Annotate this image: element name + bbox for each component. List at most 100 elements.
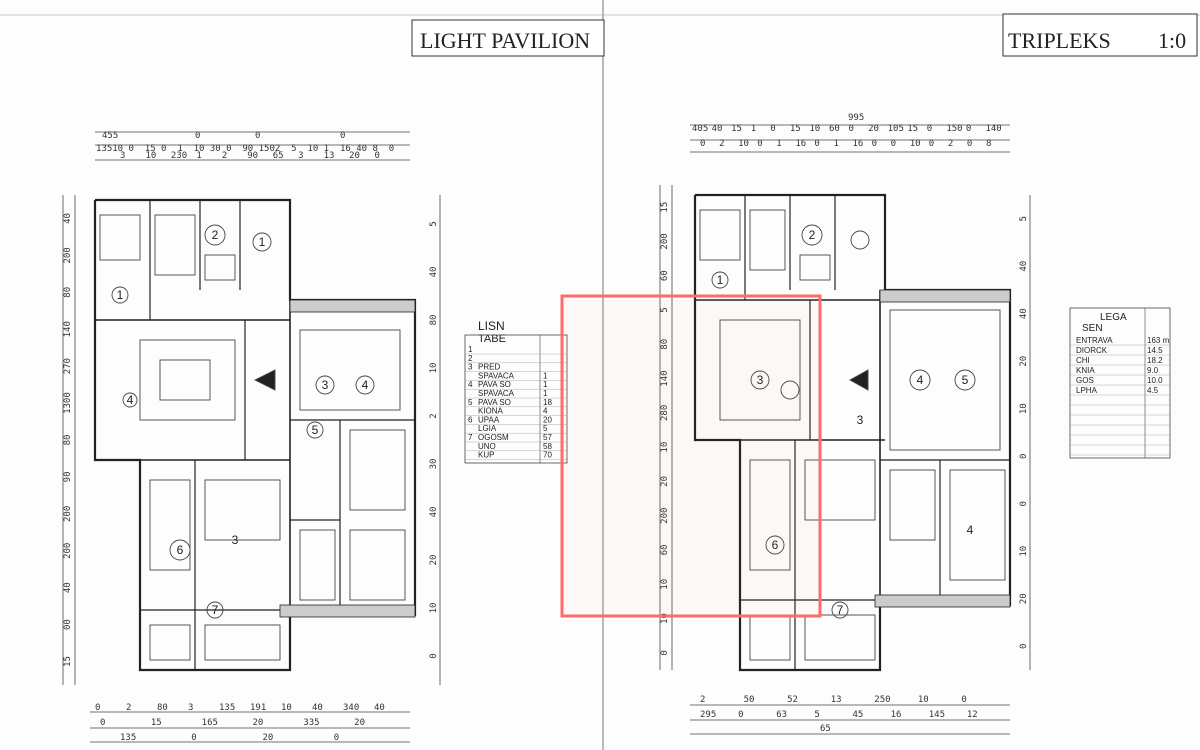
dim-label: 145	[929, 710, 945, 720]
legend-row-number: 2	[468, 354, 473, 363]
dim-label: 65	[273, 151, 284, 161]
dim-label: 1	[196, 151, 201, 161]
dim-label: 0	[375, 151, 380, 161]
legend-row-area: 4	[543, 407, 548, 416]
dim-label: 80	[429, 315, 439, 326]
left-fixtures	[99, 214, 406, 661]
dim-label: 135	[96, 144, 112, 154]
dim-label: 0	[966, 124, 971, 134]
legend-row-area: 58	[543, 442, 552, 451]
dim-label: 2	[429, 413, 439, 418]
dim-label: 405	[692, 124, 708, 134]
selection-highlight[interactable]	[560, 294, 822, 618]
dim-label: 0	[660, 650, 670, 655]
dim-label: 12	[967, 710, 978, 720]
dim-label: 10	[910, 139, 921, 149]
dim-label: 16	[853, 139, 864, 149]
legend-row-name: PAVA SO	[478, 380, 511, 389]
right-title: TRIPLEKS	[1008, 28, 1111, 53]
dim-label: 0	[255, 131, 260, 141]
dim-label: 10	[809, 124, 820, 134]
dim-label: 0	[929, 139, 934, 149]
dim-label: 13	[831, 695, 842, 705]
dim-label: 20	[349, 151, 360, 161]
right-walls	[693, 193, 1012, 672]
room-number: 3	[232, 533, 239, 547]
dim-label: 105	[888, 124, 904, 134]
dim-label: 140	[985, 124, 1001, 134]
dim-label: 60	[660, 545, 670, 556]
dim-label: 0	[129, 144, 134, 154]
dim-label: 40	[63, 213, 73, 224]
dim-label: 0	[872, 139, 877, 149]
dim-label: 280	[660, 405, 670, 421]
dim-label: 90	[63, 472, 73, 483]
legend-heading: LEGA	[1100, 312, 1127, 323]
dim-label: 15	[660, 202, 670, 213]
legend-row-name: ENTRAVA	[1076, 336, 1113, 345]
room-number: 4	[127, 393, 134, 407]
dim-column: 152006058014028010202006010100	[660, 202, 670, 656]
dim-label: 16	[795, 139, 806, 149]
legend-row-area: 1	[543, 371, 548, 380]
dim-label: 90	[242, 144, 253, 154]
dim-label: 15	[151, 718, 162, 728]
dim-label: 455	[102, 131, 118, 141]
legend-row-name: LGIA	[478, 424, 497, 433]
dim-label: 40	[429, 507, 439, 518]
room-number: 1	[117, 288, 124, 302]
dim-label: 0	[700, 139, 705, 149]
dim-label: 30	[429, 459, 439, 470]
legend-row-number: 5	[468, 398, 473, 407]
legend-row-area: 4.5	[1147, 386, 1159, 395]
dim-label: 0	[191, 733, 196, 743]
legend-row-area: 163 m	[1147, 336, 1170, 345]
room-number: 3	[757, 373, 764, 387]
dim-label: 135	[219, 703, 235, 713]
dim-row: 65	[820, 724, 831, 734]
legend-row-number: 4	[468, 380, 473, 389]
dim-label: 340	[343, 703, 359, 713]
dim-label: 135	[120, 733, 136, 743]
legend-row-area: 20	[543, 415, 552, 424]
dim-label: 30	[210, 144, 221, 154]
dim-label: 0	[95, 703, 100, 713]
dim-label: 1	[776, 139, 781, 149]
legend-row-area: 18.2	[1147, 356, 1163, 365]
room-number: 1	[717, 273, 724, 287]
left-title-box	[411, 19, 605, 57]
dim-label: 3	[188, 703, 193, 713]
legend-row-name: UPAA	[478, 415, 500, 424]
room-number: 2	[809, 228, 816, 242]
legend-row-area: 1	[543, 389, 548, 398]
room-number: 3	[322, 378, 329, 392]
dim-label: 40	[712, 124, 723, 134]
legend-heading: LISN	[478, 319, 505, 333]
dim-label: 20	[1019, 356, 1029, 367]
dim-label: 0	[100, 718, 105, 728]
legend-row-name: LPHA	[1076, 386, 1098, 395]
dim-label: 10	[429, 363, 439, 374]
dim-label: 200	[63, 543, 73, 559]
dim-label: 0	[814, 139, 819, 149]
dim-label: 40	[356, 144, 367, 154]
dim-label: 52	[787, 695, 798, 705]
dim-label: 1	[324, 144, 329, 154]
dim-label: 40	[63, 582, 73, 593]
dim-label: 40	[429, 267, 439, 278]
legend-row-name: PRED	[478, 363, 500, 372]
dim-label: 80	[63, 435, 73, 446]
dim-label: 63	[776, 710, 787, 720]
room-number: 2	[212, 228, 219, 242]
dim-label: 60	[660, 270, 670, 281]
dim-label: 140	[63, 321, 73, 337]
dim-label: 5	[660, 307, 670, 312]
